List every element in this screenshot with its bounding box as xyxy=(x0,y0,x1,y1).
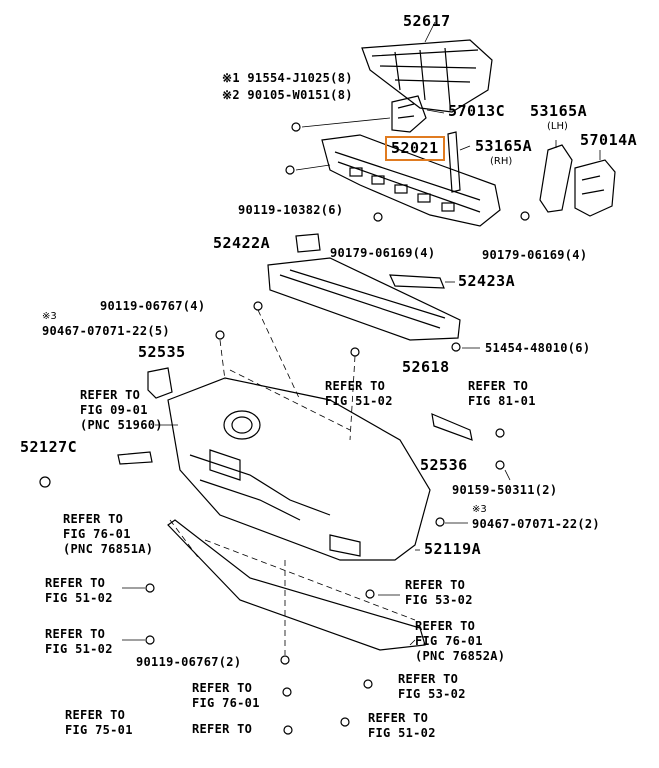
lower-spoiler-part xyxy=(167,519,426,651)
label-52422a[interactable]: 52422A xyxy=(213,234,271,252)
upper-fastener-shapes xyxy=(285,122,530,222)
label-53165a-lh[interactable]: 53165A xyxy=(530,102,588,120)
refer-partial[interactable]: REFER TO xyxy=(192,722,252,737)
refer-line: FIG 51-02 xyxy=(368,726,436,740)
refer-line: FIG 09-01 xyxy=(80,403,148,417)
label-53165a-rh[interactable]: 53165A xyxy=(475,137,533,155)
mid-fastener-shapes xyxy=(215,301,461,357)
refer-line: REFER TO xyxy=(405,578,466,592)
refer-fig-53-02-b[interactable]: REFER TO FIG 53-02 xyxy=(398,672,466,702)
refer-fig-81-01[interactable]: REFER TO FIG 81-01 xyxy=(468,379,536,409)
bracket-52536-part xyxy=(431,413,473,441)
label-52119a[interactable]: 52119A xyxy=(424,540,482,558)
fog-part-52127c xyxy=(117,451,153,465)
fastener-label-90467-b[interactable]: 90467-07071-22(2) xyxy=(472,517,600,531)
fastener-label-90119-06767-b[interactable]: 90119-06767(2) xyxy=(136,655,242,669)
upper-leader-lines xyxy=(295,21,601,171)
fastener-label-90179-a[interactable]: 90179-06169(4) xyxy=(330,246,436,260)
upper-absorber-part xyxy=(361,39,493,113)
bumper-reinforcement-part xyxy=(321,134,501,227)
bracket-52535-part xyxy=(147,367,173,399)
label-52423a[interactable]: 52423A xyxy=(458,272,516,290)
refer-line: REFER TO xyxy=(45,627,106,641)
mark-3-b: ※3 xyxy=(472,504,487,515)
refer-line: FIG 76-01 xyxy=(415,634,483,648)
refer-line: REFER TO xyxy=(325,379,386,393)
rh-mark: (RH) xyxy=(490,156,513,167)
lh-mark: (LH) xyxy=(547,121,568,132)
fastener-label-90159[interactable]: 90159-50311(2) xyxy=(452,483,558,497)
refer-line: REFER TO xyxy=(398,672,459,686)
fastener-label-51454[interactable]: 51454-48010(6) xyxy=(485,341,591,355)
refer-fig-76-01-c[interactable]: REFER TO FIG 76-01 xyxy=(192,681,260,711)
refer-fig-75-01[interactable]: REFER TO FIG 75-01 xyxy=(65,708,133,738)
refer-line: FIG 53-02 xyxy=(405,593,473,607)
bumper-cover-part xyxy=(167,377,431,561)
refer-fig-51-02-b[interactable]: REFER TO FIG 51-02 xyxy=(45,576,113,606)
refer-line: (PNC 76852A) xyxy=(415,649,506,663)
label-52127c[interactable]: 52127C xyxy=(20,438,78,456)
refer-fig-51-02-a[interactable]: REFER TO FIG 51-02 xyxy=(325,379,393,409)
refer-line: FIG 51-02 xyxy=(325,394,393,408)
refer-fig-09-01[interactable]: REFER TO FIG 09-01 (PNC 51960) xyxy=(80,388,163,433)
lh-bracket-part xyxy=(539,144,573,213)
lower-fastener-shapes xyxy=(39,428,505,735)
fastener-label-90119-10382[interactable]: 90119-10382(6) xyxy=(238,203,344,217)
label-52021-highlighted[interactable]: 52021 xyxy=(385,136,445,161)
label-52617[interactable]: 52617 xyxy=(403,12,451,30)
label-57013c[interactable]: 57013C xyxy=(448,102,506,120)
refer-line: REFER TO xyxy=(80,388,141,402)
label-52618[interactable]: 52618 xyxy=(402,358,450,376)
refer-line: REFER TO xyxy=(468,379,529,393)
refer-line: REFER TO xyxy=(415,619,476,633)
fastener-label-90105[interactable]: ※2 90105-W0151(8) xyxy=(222,88,353,102)
bracket-57014a-part xyxy=(574,159,616,217)
under-cover-part xyxy=(267,257,461,341)
moulding-52423a-part xyxy=(389,274,445,289)
rh-bracket-part xyxy=(447,131,461,193)
refer-fig-51-02-d[interactable]: REFER TO FIG 51-02 xyxy=(368,711,436,741)
refer-line: REFER TO xyxy=(63,512,124,526)
refer-line: FIG 75-01 xyxy=(65,723,133,737)
refer-fig-76-01-a[interactable]: REFER TO FIG 76-01 (PNC 76851A) xyxy=(63,512,153,557)
refer-line: REFER TO xyxy=(45,576,106,590)
refer-line: REFER TO xyxy=(65,708,126,722)
fastener-label-90119-06767-a[interactable]: 90119-06767(4) xyxy=(100,299,206,313)
refer-line: REFER TO xyxy=(192,681,253,695)
label-leader-lines xyxy=(122,347,511,646)
label-52536[interactable]: 52536 xyxy=(420,456,468,474)
fastener-label-91554[interactable]: ※1 91554-J1025(8) xyxy=(222,71,353,85)
refer-line: FIG 76-01 xyxy=(192,696,260,710)
refer-line: (PNC 76851A) xyxy=(63,542,154,556)
refer-line: FIG 81-01 xyxy=(468,394,536,408)
clip-52422a-part xyxy=(295,233,321,253)
refer-line: REFER TO xyxy=(368,711,429,725)
refer-line: REFER TO xyxy=(192,722,253,736)
refer-line: (PNC 51960) xyxy=(80,418,163,432)
fastener-label-90179-b[interactable]: 90179-06169(4) xyxy=(482,248,588,262)
label-52535[interactable]: 52535 xyxy=(138,343,186,361)
refer-line: FIG 51-02 xyxy=(45,642,113,656)
refer-fig-51-02-c[interactable]: REFER TO FIG 51-02 xyxy=(45,627,113,657)
fastener-label-90467-a[interactable]: 90467-07071-22(5) xyxy=(42,324,170,338)
refer-line: FIG 76-01 xyxy=(63,527,131,541)
refer-line: FIG 53-02 xyxy=(398,687,466,701)
bracket-57013c-part xyxy=(391,95,427,133)
label-57014a[interactable]: 57014A xyxy=(580,131,638,149)
refer-fig-53-02-a[interactable]: REFER TO FIG 53-02 xyxy=(405,578,473,608)
refer-line: FIG 51-02 xyxy=(45,591,113,605)
mark-3-a: ※3 xyxy=(42,311,57,322)
refer-fig-76-01-b[interactable]: REFER TO FIG 76-01 (PNC 76852A) xyxy=(415,619,505,664)
